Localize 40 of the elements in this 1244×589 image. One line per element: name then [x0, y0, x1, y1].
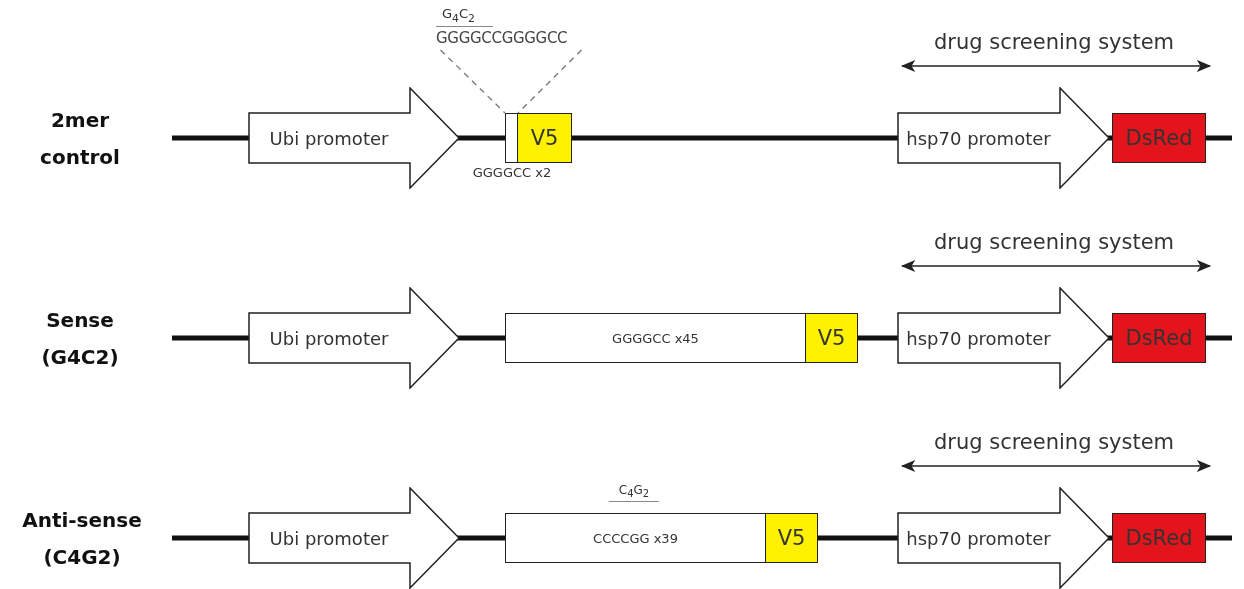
promoter-symbol	[897, 87, 1110, 189]
construct-label: Anti-sense (C4G2)	[22, 507, 142, 571]
construct-label: 2mer control	[39, 107, 121, 171]
promoter-symbol	[897, 287, 1110, 389]
promoter-symbol	[248, 487, 460, 589]
gene-box	[505, 313, 806, 363]
gene-box	[505, 513, 766, 563]
gene-label: V5	[530, 126, 559, 150]
promoter-symbol	[248, 87, 460, 189]
repeat-annotation: GGGGCC x2	[472, 165, 552, 180]
repeat-annotation: C$_{4}$G$_{2}$	[608, 483, 660, 503]
gene-label: V5	[817, 326, 846, 350]
gene-box	[1112, 113, 1206, 163]
gene-box	[805, 313, 858, 363]
sequence-label: GGGGCCGGGGCC	[436, 28, 568, 47]
gene-label: DsRed	[1125, 326, 1193, 350]
promoter-label: hsp70 promoter	[905, 127, 1052, 149]
region-label: drug screening system	[933, 230, 1175, 254]
region-label: drug screening system	[933, 30, 1175, 54]
promoter-label: Ubi promoter	[268, 527, 390, 549]
gene-label: V5	[777, 526, 806, 550]
promoter-symbol	[248, 287, 460, 389]
gene-box	[1112, 313, 1206, 363]
promoter-label: Ubi promoter	[268, 327, 390, 349]
gene-label: DsRed	[1125, 126, 1193, 150]
gene-label: CCCCGG x39	[593, 530, 678, 546]
promoter-label: Ubi promoter	[268, 127, 390, 149]
region-label: drug screening system	[933, 430, 1175, 454]
promoter-label: hsp70 promoter	[905, 327, 1052, 349]
gene-box	[1112, 513, 1206, 563]
promoter-label: hsp70 promoter	[905, 527, 1052, 549]
gene-label: DsRed	[1125, 526, 1193, 550]
leader-line	[439, 49, 506, 114]
repeat-unit-label: G$_{4}$C$_{2}$	[436, 6, 493, 27]
leader-line	[517, 49, 583, 114]
construct-label: Sense (G4C2)	[40, 307, 120, 371]
gene-label: GGGGCC x45	[612, 330, 699, 346]
gene-box	[765, 513, 818, 563]
gene-box	[517, 113, 572, 163]
promoter-symbol	[897, 487, 1110, 589]
